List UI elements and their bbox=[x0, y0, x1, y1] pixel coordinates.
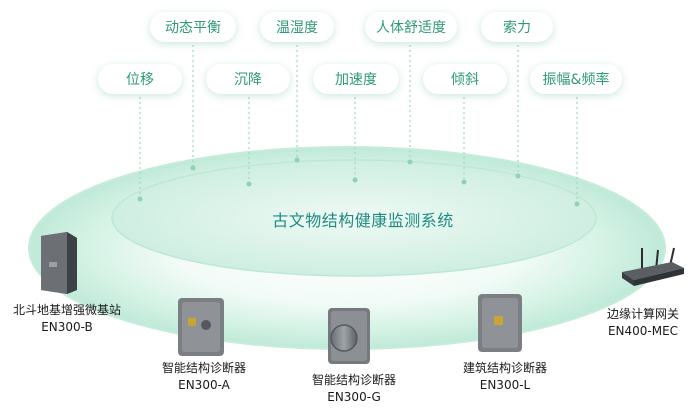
param-pill-cable-force: 索力 bbox=[481, 12, 553, 42]
device-model: EN300-B bbox=[41, 320, 93, 334]
param-pill-tilt: 倾斜 bbox=[423, 64, 507, 94]
device-name: 建筑结构诊断器 bbox=[462, 361, 547, 375]
param-pill-comfort: 人体舒适度 bbox=[365, 12, 457, 42]
device-name: 北斗地基增强微基站 bbox=[12, 303, 121, 317]
gnss-station-icon bbox=[41, 232, 77, 294]
system-title: 古文物结构健康监测系统 bbox=[272, 211, 454, 230]
param-pill-amplitude-frequency: 振幅&频率 bbox=[530, 64, 622, 94]
device-label-gnss: 北斗地基增强微基站 EN300-B bbox=[0, 302, 134, 336]
param-pill-displacement: 位移 bbox=[98, 64, 182, 94]
device-label-gateway: 边缘计算网关 EN400-MEC bbox=[598, 306, 688, 340]
device-label-en300-a: 智能结构诊断器 EN300-A bbox=[146, 360, 262, 394]
device-name: 边缘计算网关 bbox=[606, 307, 679, 321]
connector-lines bbox=[139, 40, 578, 204]
device-model: EN300-G bbox=[327, 390, 381, 404]
inner-ellipse bbox=[111, 159, 597, 277]
connector-dots bbox=[137, 157, 580, 207]
device-model: EN400-MEC bbox=[607, 324, 679, 338]
device-name: 智能结构诊断器 bbox=[311, 373, 396, 387]
device-label-en300-l: 建筑结构诊断器 EN300-L bbox=[447, 360, 563, 394]
tilt-sensor-icon bbox=[328, 308, 370, 364]
device-model: EN300-L bbox=[479, 378, 531, 392]
router-icon bbox=[622, 247, 684, 286]
device-name: 智能结构诊断器 bbox=[161, 361, 246, 375]
device-model: EN300-A bbox=[178, 378, 230, 392]
device-label-en300-g: 智能结构诊断器 EN300-G bbox=[296, 372, 412, 406]
param-pill-dynamic-balance: 动态平衡 bbox=[150, 12, 236, 42]
param-pill-acceleration: 加速度 bbox=[313, 64, 399, 94]
building-diagnostic-icon bbox=[478, 294, 522, 352]
param-pill-settlement: 沉降 bbox=[206, 64, 290, 94]
diagnostic-unit-icon bbox=[178, 298, 224, 356]
param-pill-temp-humidity: 温湿度 bbox=[260, 12, 334, 42]
